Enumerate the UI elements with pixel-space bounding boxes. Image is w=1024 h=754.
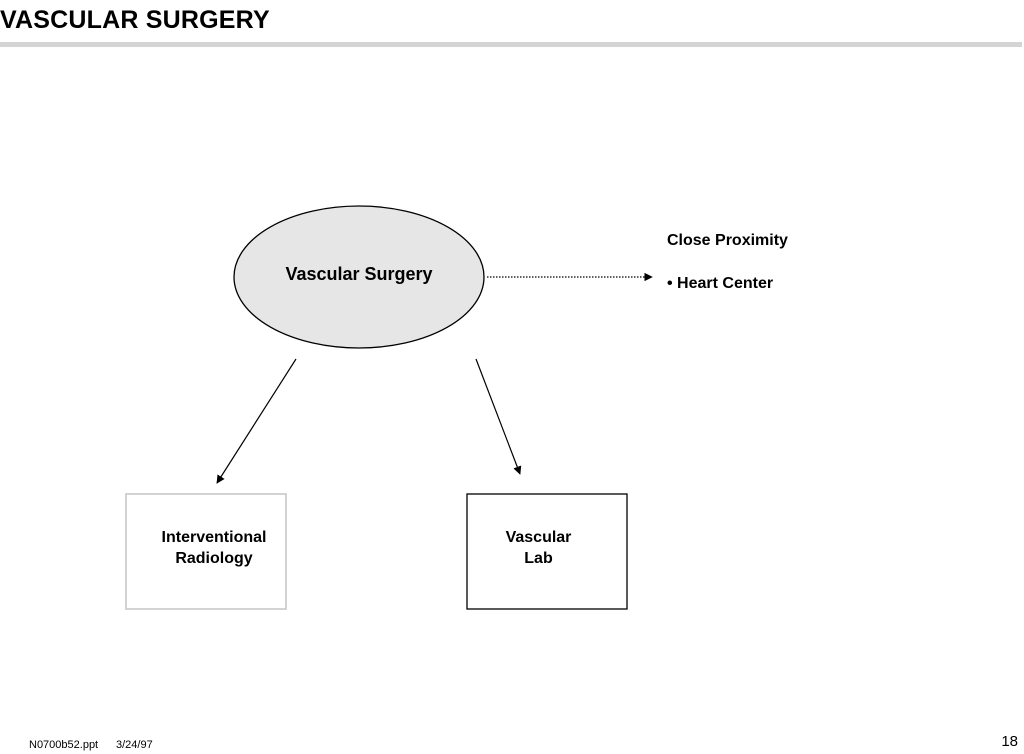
vascular-lab-line2: Lab [524,550,553,567]
interventional-radiology-line1: Interventional [161,529,267,546]
vascular-surgery-label: Vascular Surgery [285,264,433,284]
footer-filename: N0700b52.ppt [29,739,99,751]
page-number: 18 [1001,733,1018,750]
vascular-lab-label: Vascular Lab [470,527,607,569]
footer-date: 3/24/97 [116,739,153,751]
close-proximity-heading: Close Proximity [667,232,788,249]
slide-title: VASCULAR SURGERY [0,6,270,34]
vascular-lab-box [466,493,628,610]
arrow-to-interventional-radiology [216,358,297,484]
heart-center-bullet: • Heart Center [667,275,774,292]
title-divider [0,42,1022,47]
interventional-radiology-label: Interventional Radiology [134,527,294,569]
arrow-to-vascular-lab [475,358,522,475]
vascular-surgery-ellipse [233,205,485,349]
interventional-radiology-line2: Radiology [175,550,253,567]
interventional-radiology-box [125,493,287,610]
vascular-lab-line1: Vascular [505,529,572,546]
